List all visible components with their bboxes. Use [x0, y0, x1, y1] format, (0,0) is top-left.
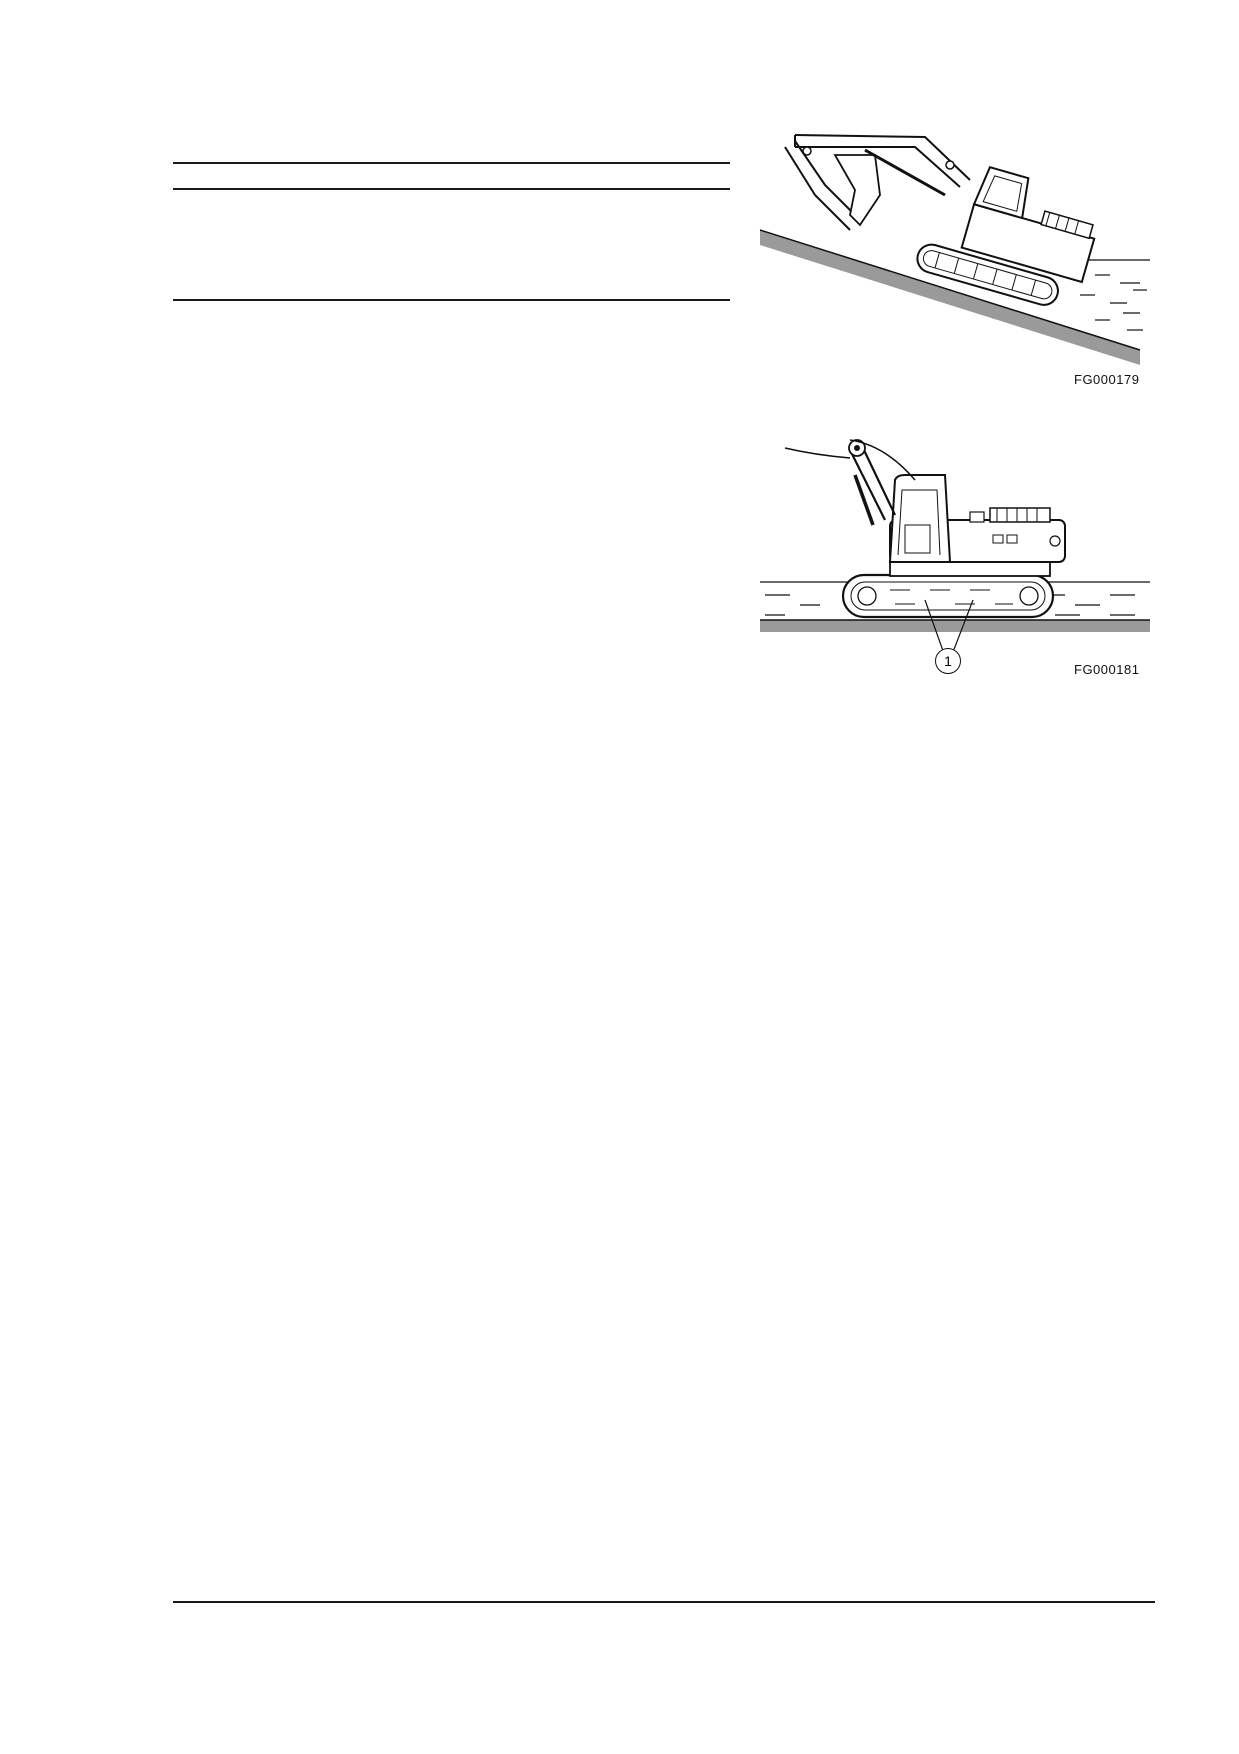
figure-code-1: FG000179	[1074, 372, 1140, 387]
footer-rule	[173, 1601, 1155, 1603]
figure-excavator-water	[755, 420, 1155, 650]
top-rule-3	[173, 299, 730, 301]
top-rule-1	[173, 162, 730, 164]
top-rule-2	[173, 188, 730, 190]
figure-code-2: FG000181	[1074, 662, 1140, 677]
excavator-slope-illustration	[759, 134, 1150, 365]
excavator-water-illustration	[760, 439, 1150, 650]
figure-excavator-slope	[755, 125, 1155, 365]
callout-1: 1	[935, 648, 961, 674]
